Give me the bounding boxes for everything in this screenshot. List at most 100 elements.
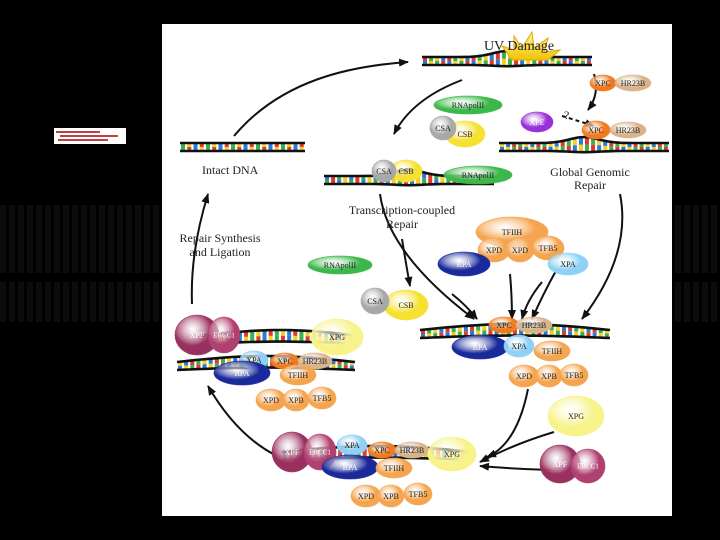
arrow-tfiih-to-complex (507, 273, 516, 320)
protein-csa-released: CSA (360, 287, 390, 315)
protein-csa-tcr: CSA (371, 159, 397, 183)
protein-hr23b-complex-label: HR23B (522, 321, 546, 330)
ner-diagram-panel: UV Damage (162, 24, 672, 516)
protein-rnapolii-released-label: RNApolII (324, 261, 357, 270)
protein-xpd-complex: XPD (508, 364, 540, 388)
protein-xpd-cluster: XPD (477, 237, 511, 263)
arrow-xpf-to-bottom (479, 462, 551, 471)
protein-rpa-complex-label: RPA (473, 343, 488, 352)
protein-rnapolii-released: RNApolII (307, 255, 373, 275)
protein-xpe-label: XPE (529, 118, 544, 127)
protein-ercc1-free: ERCC1 (570, 448, 606, 484)
protein-tfb5-left-label: TFB5 (313, 394, 332, 403)
tcr-label-line2: Repair (386, 217, 418, 231)
arrow-xpg-to-bottom (479, 431, 555, 463)
dna-intact (180, 141, 305, 153)
protein-hr23b-bottom: HR23B (394, 441, 430, 459)
protein-xpa-left-label: XPA (246, 356, 261, 365)
protein-tfiih-cluster-label: TFIIH (502, 228, 523, 237)
protein-xpa-bottom-label: XPA (344, 441, 359, 450)
protein-xpg-bottom-label: XPG (444, 450, 460, 459)
protein-tfiih-bottom: TFIIH (375, 457, 413, 479)
protein-rnapolii-tcr: RNApolII (443, 165, 513, 185)
protein-xpd-cluster-2: XPD (505, 237, 535, 263)
arrow-xpa-to-complex (531, 268, 558, 320)
protein-xpb-left: XPB (282, 388, 310, 412)
protein-ercc1-bottom-label: ERCC1 (309, 448, 331, 456)
dna-strands (176, 49, 669, 462)
protein-tfb5-cluster-label: TFB5 (539, 244, 558, 253)
tcr-label-line1: Transcription-coupled (349, 203, 455, 217)
protein-hr23b-bottom-label: HR23B (400, 446, 424, 455)
protein-xpc-complex-label: XPC (496, 321, 512, 330)
protein-rpa-bottom: RPA (321, 454, 379, 480)
protein-rpa-complex: RPA (451, 334, 509, 360)
protein-xpa-free: XPA (547, 252, 589, 276)
protein-rpa-free: RPA (437, 251, 491, 277)
arrow-tcr-to-complex (379, 193, 475, 320)
arrow-intact-to-uv (233, 58, 409, 137)
protein-csa-released-label: CSA (367, 297, 383, 306)
protein-xpg-left: XPG (310, 318, 364, 356)
protein-hr23b-ggr-label: HR23B (616, 126, 640, 135)
protein-xpf-bottom-label: XPF (285, 448, 300, 457)
protein-rnapolii-tcr-label: RNApolII (462, 171, 495, 180)
protein-csb-tcr-label: CSB (398, 167, 413, 176)
protein-rpa-free-label: RPA (457, 260, 472, 269)
uv-damage-burst: UV Damage (484, 30, 562, 61)
protein-xpd-cluster-2-label: XPD (512, 246, 528, 255)
arrow-tcr-release (401, 238, 413, 287)
protein-xpe: XPE (520, 111, 554, 133)
protein-csa-tcr-label: CSA (376, 167, 392, 176)
arrow-complex-to-bottom (486, 388, 529, 458)
protein-tfb5-complex-label: TFB5 (565, 371, 584, 380)
arrow-left-to-intact (190, 193, 210, 305)
protein-xpd-left-label: XPD (263, 396, 279, 405)
protein-tfiih-bottom-label: TFIIH (384, 464, 405, 473)
protein-xpc-top-label: XPC (595, 79, 611, 88)
protein-hr23b-left-label: HR23B (303, 357, 327, 366)
protein-tfiih-complex-label: TFIIH (542, 347, 563, 356)
protein-xpa-bottom: XPA (336, 434, 368, 456)
protein-hr23b-top-label: HR23B (621, 79, 645, 88)
thumbnail-image (54, 128, 126, 144)
protein-xpf-free-label: XPF (553, 460, 568, 469)
protein-csb-released-label: CSB (398, 301, 413, 310)
protein-xpg-bottom: XPG (427, 436, 477, 472)
protein-tfiih-left: TFIIH (279, 364, 317, 386)
protein-csb-top-label: CSB (457, 130, 472, 139)
protein-xpb-left-label: XPB (288, 396, 304, 405)
protein-rnapolii-top-label: RNApolII (452, 101, 485, 110)
protein-tfb5-bottom: TFB5 (403, 482, 433, 506)
arrow-bottom-to-left (207, 385, 278, 457)
protein-xpg-free: XPG (547, 395, 605, 437)
protein-hr23b-top: HR23B (614, 74, 652, 92)
protein-complexes: XPC HR23B RNApolII CSB CSA XPE XPC HR23B… (174, 74, 652, 508)
protein-ercc1-left-label: ERCC1 (213, 331, 235, 339)
protein-rnapolii-top: RNApolII (433, 95, 503, 115)
protein-xpa-complex-label: XPA (511, 342, 526, 351)
protein-xpf-left-label: XPF (190, 331, 205, 340)
protein-rpa-bottom-label: RPA (343, 463, 358, 472)
dna-uv-damaged (422, 49, 592, 68)
protein-hr23b-complex: HR23B (515, 316, 553, 334)
synthesis-label-line2: and Ligation (190, 245, 251, 259)
protein-xpd-left: XPD (255, 388, 287, 412)
protein-xpc-ggr-label: XPC (588, 126, 604, 135)
protein-hr23b-left: HR23B (297, 352, 333, 370)
protein-ercc1-left: ERCC1 (207, 316, 241, 354)
protein-ercc1-free-label: ERCC1 (577, 462, 599, 470)
protein-xpd-bottom: XPD (350, 484, 382, 508)
protein-xpg-left-label: XPG (329, 333, 345, 342)
protein-xpb-bottom-label: XPB (383, 492, 399, 501)
protein-rpa-left: RPA (213, 360, 271, 386)
protein-tfb5-left: TFB5 (307, 386, 337, 410)
protein-csa-top: CSA (429, 115, 457, 141)
question-mark: ? (564, 108, 569, 122)
global-genomic-label-line1: Global Genomic (550, 165, 630, 179)
protein-xpd-complex-label: XPD (516, 372, 532, 381)
global-genomic-label-line2: Repair (574, 178, 606, 192)
protein-rpa-left-label: RPA (235, 369, 250, 378)
protein-xpc-top: XPC (589, 74, 617, 92)
